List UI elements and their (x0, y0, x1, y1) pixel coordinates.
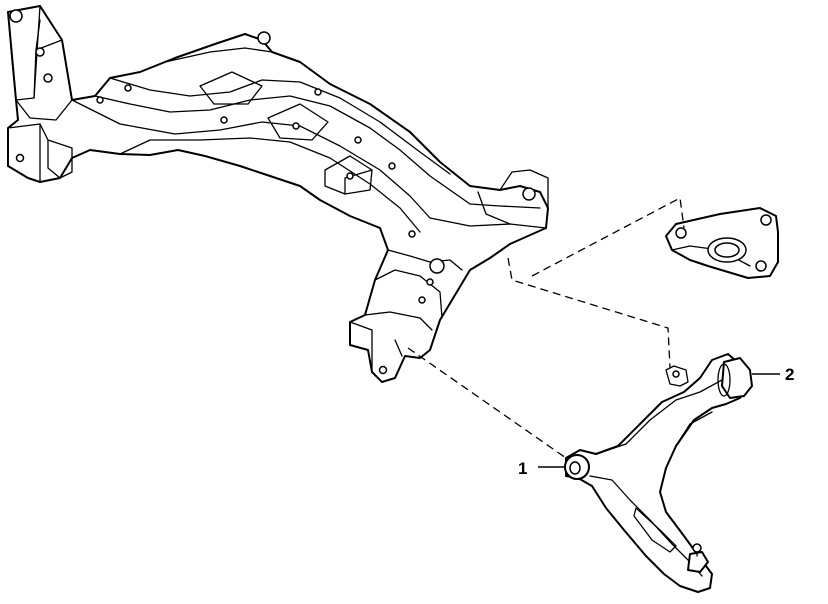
bolt-head (9, 9, 23, 23)
alignment-lines (407, 196, 685, 459)
callout-1: 1 (518, 459, 566, 478)
front-subframe (7, 5, 549, 383)
bolt-head (257, 31, 271, 45)
bolt-hole (675, 227, 687, 239)
mount-plate (665, 207, 779, 279)
callout-label: 1 (518, 459, 527, 478)
bolt-hole (760, 214, 772, 226)
bolt-head (429, 258, 445, 274)
ball-joint (687, 551, 709, 573)
callout-label: 2 (785, 365, 794, 384)
bolt-head (522, 187, 536, 201)
bushing-rear (721, 357, 753, 399)
lower-control-arm (564, 353, 753, 593)
callout-2: 2 (752, 365, 794, 384)
bolt-hole (755, 260, 767, 272)
